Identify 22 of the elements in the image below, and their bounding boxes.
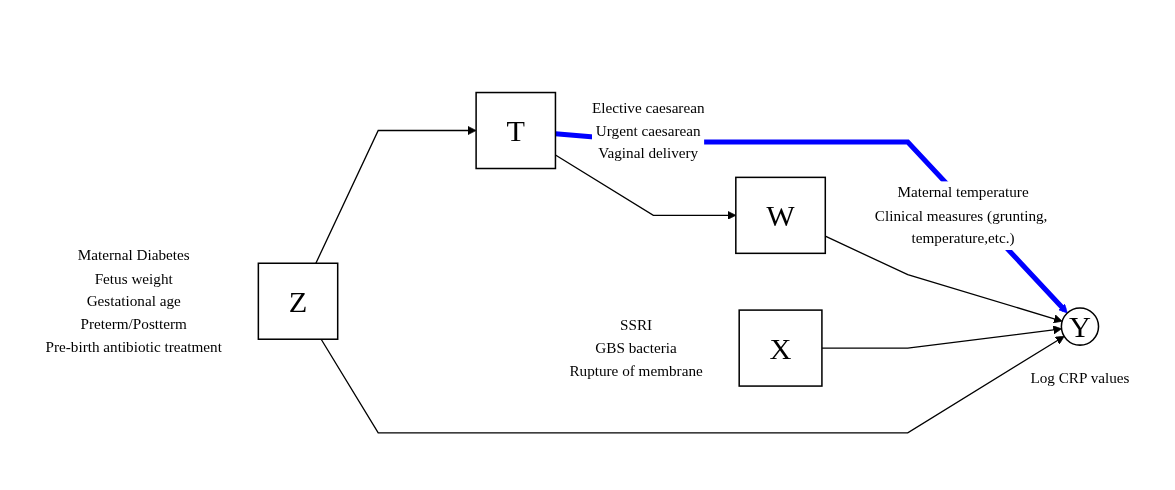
node-box: X	[738, 309, 823, 387]
node-label: Elective caesarean	[591, 99, 705, 116]
node-label: GBS bacteria	[595, 339, 677, 356]
node-label: Fetus weight	[94, 270, 173, 287]
node-label: Maternal Diabetes	[77, 247, 190, 264]
node-label: Pre-birth antibiotic treatment	[45, 338, 222, 355]
node-box: Z	[257, 262, 339, 340]
node-label: Gestational age	[86, 292, 181, 310]
arrow	[315, 126, 477, 264]
node-box: W	[735, 176, 827, 255]
node-box: T	[475, 91, 557, 170]
node-label: Maternal temperature	[897, 184, 1029, 201]
node-label: Preterm/Postterm	[80, 315, 187, 332]
node-label: Log CRP values	[1030, 369, 1130, 386]
arrow	[821, 325, 1062, 349]
node-label: Clinical measures (grunting, temperature,etc.)	[874, 206, 1048, 246]
node-label: SSRI	[620, 316, 653, 334]
node-label: Urgent caesarean	[595, 122, 701, 139]
node-label: Vaginal delivery	[598, 144, 699, 162]
arrow	[320, 335, 1065, 434]
node-label: Rupture of membrane	[569, 362, 703, 379]
node-circle: Y	[1060, 307, 1100, 346]
